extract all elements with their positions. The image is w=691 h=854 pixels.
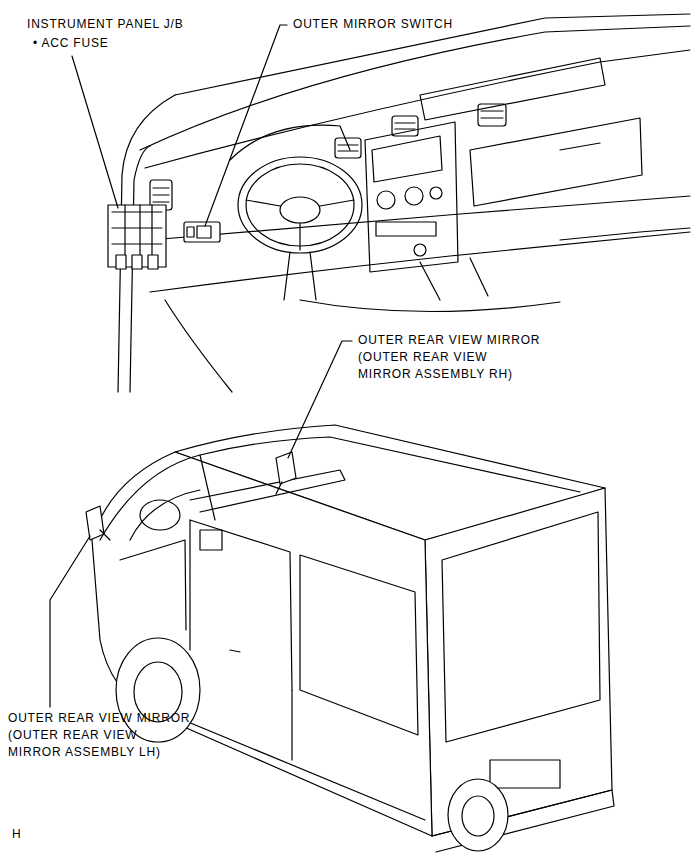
figure-code: H [12, 826, 21, 843]
fuse-name: • ACC FUSE [33, 35, 109, 52]
dashboard-drawing [108, 14, 690, 392]
part-name: OUTER REAR VIEW MIRROR (OUTER REAR VIEW … [8, 710, 193, 761]
van-drawing [86, 425, 614, 852]
part-name: INSTRUMENT PANEL J/B [27, 16, 183, 33]
leader-lines [50, 25, 352, 707]
part-name: OUTER REAR VIEW MIRROR (OUTER REAR VIEW … [358, 332, 543, 383]
part-name: OUTER MIRROR SWITCH [293, 16, 453, 33]
